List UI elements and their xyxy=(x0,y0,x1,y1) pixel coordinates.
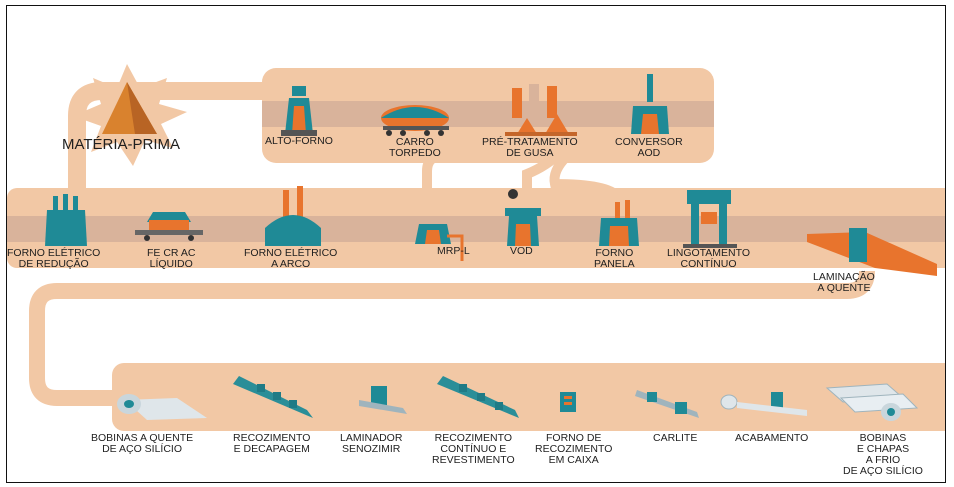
fe-cr-ac-label: Fe Cr AcLÍQUIDO xyxy=(147,247,196,270)
pyramid-shadow xyxy=(127,82,157,134)
vod-icon xyxy=(505,189,541,246)
forno-reducao-icon xyxy=(45,194,87,246)
pre-tratamento-icon xyxy=(505,84,577,136)
forno-caixa-icon xyxy=(560,392,576,412)
bobinas-quente-icon xyxy=(117,394,207,420)
conversor-aod-icon xyxy=(631,74,669,134)
carlite-icon xyxy=(635,390,699,418)
alto-forno-label: ALTO-FORNO xyxy=(265,135,333,147)
acabamento-label: ACABAMENTO xyxy=(735,432,809,444)
carro-torpedo-icon xyxy=(381,105,449,136)
bottom-band xyxy=(112,363,945,431)
bobinas-frio-icon xyxy=(825,383,919,421)
alto-forno-icon xyxy=(281,86,317,136)
recozimento-continuo-icon xyxy=(437,376,519,418)
acabamento-icon xyxy=(720,392,807,416)
fe-cr-ac-icon xyxy=(135,212,203,241)
carlite-label: CARLITE xyxy=(653,432,698,444)
diagram-graphics xyxy=(7,64,945,431)
mrp-l-label: MRP-L xyxy=(437,245,470,257)
vod-label: VOD xyxy=(510,245,533,257)
mrp-l-icon xyxy=(415,224,464,261)
forno-arco-icon xyxy=(265,186,321,246)
flow-path-left-down xyxy=(29,270,875,406)
lingotamento-icon xyxy=(683,190,737,248)
materia-prima-label: MATÉRIA-PRIMA xyxy=(62,136,181,153)
laminacao-icon xyxy=(807,228,937,276)
recozimento-decapagem-icon xyxy=(233,376,313,418)
forno-panela-icon xyxy=(599,200,639,246)
laminador-icon xyxy=(359,386,407,414)
